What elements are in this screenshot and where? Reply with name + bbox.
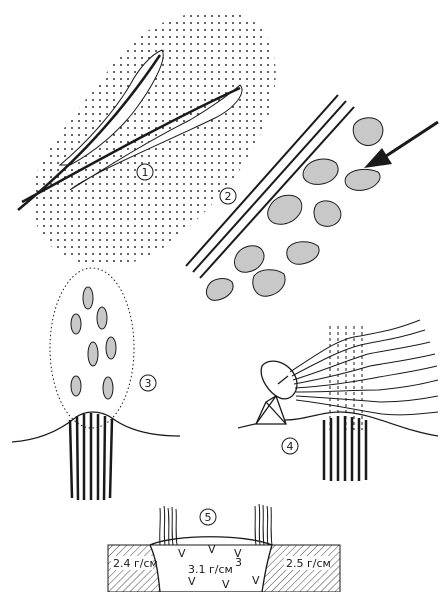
density-label-center: 3.1 г/см (188, 563, 233, 576)
density-label-right: 2.5 г/см (286, 557, 331, 570)
ground-surface-3 (12, 412, 180, 442)
v-symbol: V (178, 547, 186, 560)
dashed-verticals (330, 326, 362, 430)
density-label-center-sup: 3 (235, 556, 242, 569)
dotted-halo (32, 11, 276, 266)
v-symbol: V (252, 574, 260, 587)
panel-4-number: 4 (287, 440, 294, 453)
panel-1-number: 1 (142, 166, 149, 179)
arrow-head (364, 148, 392, 168)
feeder-4 (324, 416, 366, 481)
panel-3-number: 3 (145, 377, 152, 390)
gray-pods (71, 287, 116, 399)
antenna-dish-icon (256, 361, 297, 424)
arrow-shaft (380, 122, 438, 160)
panel-4-radar: 4 (238, 320, 438, 481)
panel-1-fault-zone: 1 (18, 11, 276, 266)
panel-5-density-section: V V V V V V 2.4 г/см 3.1 г/см 3 2.5 г/см… (108, 504, 340, 592)
v-symbol: V (188, 575, 196, 588)
density-label-left: 2.4 г/см (113, 557, 158, 570)
v-symbol: V (208, 543, 216, 556)
wavy-beams (290, 320, 438, 415)
feeder-5-right (255, 504, 272, 545)
feeder-3 (70, 413, 112, 500)
panel-2-number: 2 (225, 190, 232, 203)
v-symbol: V (222, 578, 230, 591)
panel-3-intrusion: 3 (12, 268, 180, 500)
panel-5-number: 5 (205, 511, 212, 524)
